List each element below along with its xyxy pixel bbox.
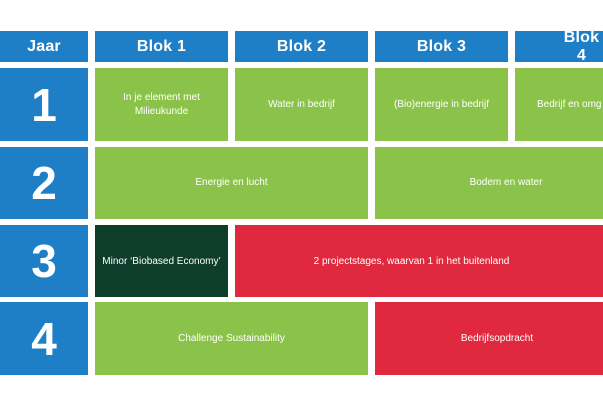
projectstages: 2 projectstages, waarvan 1 in het buiten… <box>235 225 603 297</box>
year-2-label: 2 <box>0 147 88 219</box>
year-1-label: 1 <box>0 68 88 141</box>
course-bodem-en-water: Bodem en water <box>375 147 603 219</box>
header-year: Jaar <box>0 31 88 62</box>
minor-biobased-economy: Minor ‘Biobased Economy’ <box>95 225 228 297</box>
header-blok-1: Blok 1 <box>95 31 228 62</box>
course-bedrijf-en-omgeving: Bedrijf en omg <box>515 68 603 141</box>
course-energie-en-lucht: Energie en lucht <box>95 147 368 219</box>
course-challenge-sustainability: Challenge Sustainability <box>95 302 368 375</box>
header-blok-3: Blok 3 <box>375 31 508 62</box>
course-bio-energie: (Bio)energie in bedrijf <box>375 68 508 141</box>
header-blok-4: Blok 4 <box>515 31 603 62</box>
year-4-label: 4 <box>0 302 88 375</box>
course-in-je-element: In je element met Milieukunde <box>95 68 228 141</box>
bedrijfsopdracht: Bedrijfsopdracht <box>375 302 603 375</box>
header-blok-2: Blok 2 <box>235 31 368 62</box>
course-water-in-bedrijf: Water in bedrijf <box>235 68 368 141</box>
year-3-label: 3 <box>0 225 88 297</box>
